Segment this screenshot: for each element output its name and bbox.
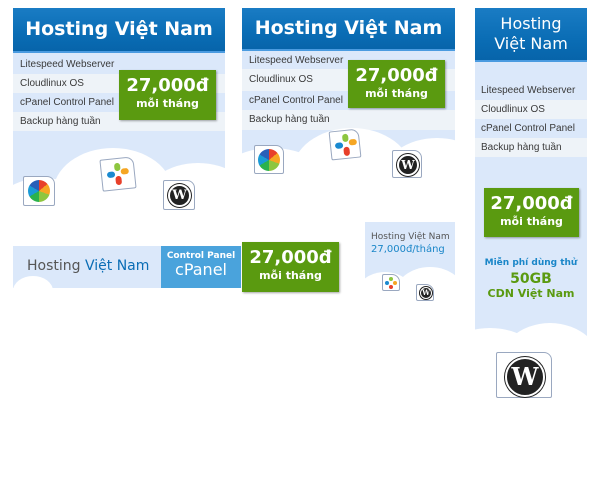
wordpress-app-tile: W <box>496 352 552 398</box>
joomla-icon <box>106 162 130 186</box>
joomla-app-tile <box>328 128 362 161</box>
wordpress-icon: W <box>505 357 545 397</box>
feature-list: Litespeed Webserver Cloudlinux OS cPanel… <box>475 81 587 157</box>
alfresco-icon <box>258 149 280 171</box>
alfresco-app-tile <box>254 145 284 174</box>
promo-line-1: Miễn phí dùng thử <box>484 258 578 268</box>
promo-line-3: CDN Việt Nam <box>487 287 575 300</box>
feature-item: Litespeed Webserver <box>13 55 225 74</box>
joomla-icon <box>334 133 358 157</box>
wordpress-icon: W <box>397 154 419 176</box>
banner-small-square[interactable]: Hosting Việt Nam 27,000đ/tháng W <box>365 222 455 302</box>
price-badge: 27,000đ mỗi tháng <box>242 242 339 292</box>
brand-part-vietnam: Việt Nam <box>84 258 150 274</box>
feature-item: Backup hàng tuần <box>242 110 455 130</box>
joomla-icon <box>385 277 397 289</box>
wordpress-app-tile: W <box>392 150 422 178</box>
promo-line-2: 50GB <box>510 271 552 287</box>
brand-line-2: Việt Nam <box>494 34 568 53</box>
price-badge: 27,000đ mỗi tháng <box>119 70 216 120</box>
alfresco-app-tile <box>23 176 55 206</box>
feature-item: Litespeed Webserver <box>475 81 587 100</box>
banner-square-2[interactable]: Hosting Việt Nam Litespeed Webserver Clo… <box>242 8 455 188</box>
price-badge: 27,000đ mỗi tháng <box>348 60 445 108</box>
banner-header: Hosting Việt Nam <box>475 8 587 62</box>
alfresco-icon <box>28 180 50 202</box>
price-period: mỗi tháng <box>136 97 199 110</box>
promo-block: Miễn phí dùng thử 50GB CDN Việt Nam <box>475 258 587 300</box>
brand-part-hosting: Hosting <box>27 258 81 274</box>
banner-skyscraper[interactable]: Hosting Việt Nam Litespeed Webserver Clo… <box>475 8 587 428</box>
price-period: mỗi tháng <box>259 269 322 282</box>
price-amount: 27,000đ <box>249 247 332 268</box>
price-amount: 27,000đ <box>490 193 573 214</box>
leaderboard-brand: Hosting Việt Nam <box>27 258 149 274</box>
brand-line-1: Hosting <box>500 14 562 33</box>
price-period: mỗi tháng <box>500 215 563 228</box>
banner-square-1[interactable]: Hosting Việt Nam Litespeed Webserver Clo… <box>13 8 225 213</box>
wordpress-icon: W <box>168 184 191 207</box>
brand-title: Hosting Việt Nam <box>25 18 213 40</box>
banner-header: Hosting Việt Nam <box>13 8 225 53</box>
cpanel-title: cPanel <box>175 260 227 279</box>
price-badge: 27,000đ mỗi tháng <box>484 188 579 237</box>
feature-item: Backup hàng tuần <box>475 138 587 157</box>
wordpress-app-tile: W <box>163 180 195 210</box>
small-brand: Hosting Việt Nam <box>371 232 450 242</box>
joomla-app-tile <box>382 274 400 291</box>
banner-leaderboard[interactable]: Hosting Việt Nam Control Panel cPanel 27… <box>13 242 341 292</box>
small-price: 27,000đ/tháng <box>371 244 445 255</box>
wordpress-icon: W <box>420 287 432 299</box>
price-amount: 27,000đ <box>126 75 209 96</box>
feature-item: Cloudlinux OS <box>475 100 587 119</box>
joomla-app-tile <box>99 156 137 192</box>
cpanel-block: Control Panel cPanel <box>161 246 241 288</box>
price-period: mỗi tháng <box>365 87 428 100</box>
wordpress-app-tile: W <box>416 284 434 301</box>
banner-header: Hosting Việt Nam <box>242 8 455 51</box>
brand-title: Hosting Việt Nam <box>254 17 443 39</box>
cpanel-subtitle: Control Panel <box>166 251 236 261</box>
price-amount: 27,000đ <box>355 65 438 86</box>
feature-item: cPanel Control Panel <box>475 119 587 138</box>
